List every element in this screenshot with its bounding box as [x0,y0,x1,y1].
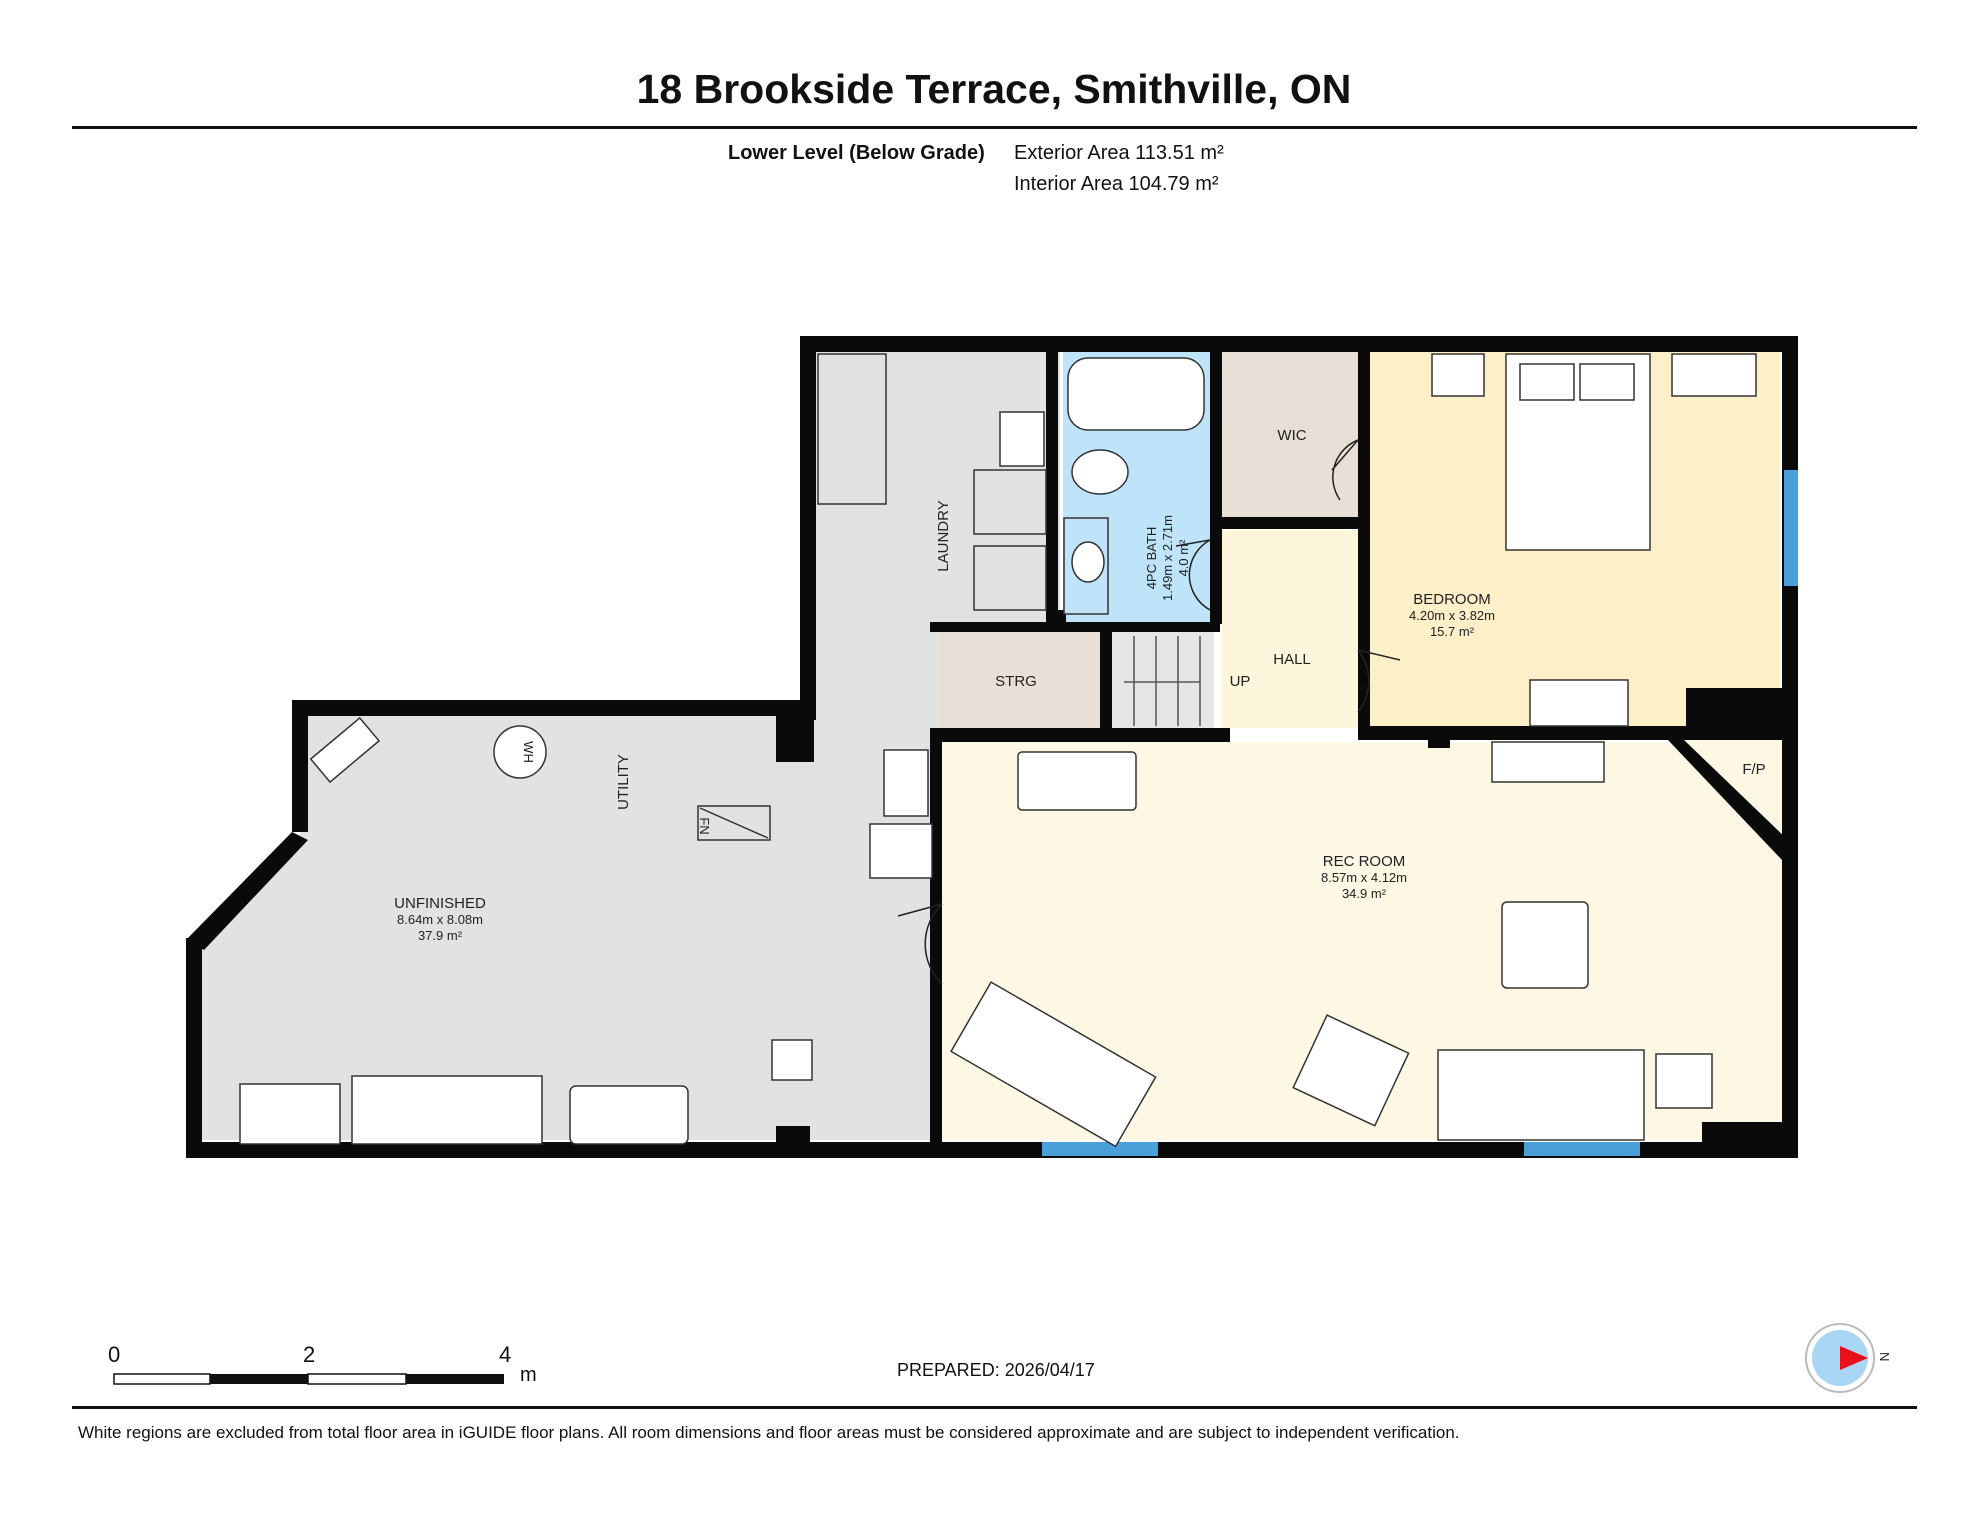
wic-label: WIC [1277,427,1306,444]
hall-label: HALL [1273,651,1311,668]
window-rec-right [1524,1142,1640,1156]
walls [186,336,1798,1158]
compass-north-label: N [1877,1352,1892,1361]
rec-room-area [942,742,1782,1140]
bath-dims: 1.49m x 2.71m [1160,515,1175,601]
bedroom-dims: 4.20m x 3.82m [1409,608,1495,623]
interior-area: Interior Area 104.79 m² [1014,173,1219,195]
door-wic [1331,439,1359,501]
workbench [351,1075,543,1145]
utility-table [569,1085,689,1145]
door-hall [1357,649,1401,713]
scale-unit: m [520,1364,537,1386]
stairs-area [1112,632,1214,728]
rec-sofa-left [950,981,1157,1148]
disclaimer: White regions are excluded from total fl… [78,1423,1460,1442]
unfinished-area-text: 37.9 m² [418,928,463,943]
furnace-diagonal [699,807,769,839]
strg-label: STRG [995,673,1037,690]
water-heater [493,725,547,779]
washer [973,469,1047,535]
side-table [1655,1053,1713,1109]
rec-armchair [1292,1014,1410,1127]
rec-room-dims: 8.57m x 4.12m [1321,870,1407,885]
utility-shelf [309,716,381,784]
scale-tick-4: 4 [499,1342,512,1367]
north-compass: N [1805,1323,1892,1393]
unfinished-area [200,350,1060,1140]
utility-cabinet-1 [883,749,929,817]
laundry-sink [999,411,1045,467]
scale-bar [113,1373,504,1385]
bathtub [1067,357,1205,431]
title-divider [72,126,1917,129]
toilet [1071,449,1129,495]
unfinished-label: UNFINISHED [394,895,486,912]
bath-sink-bowl [1071,541,1105,583]
tv-stand [1491,741,1605,783]
rec-desk [1017,751,1137,811]
rec-room-label: REC ROOM [1323,853,1406,870]
door-bath [1175,539,1211,611]
door-utility [897,903,943,985]
unfinished-dims: 8.64m x 8.08m [397,912,483,927]
chest-freezer [239,1083,341,1145]
storage-area [940,632,1102,728]
window-bedroom [1784,470,1798,586]
doors [897,439,1401,985]
nightstand-left [1431,353,1485,397]
stairs-label: UP [1230,673,1251,690]
bedroom-label: BEDROOM [1413,591,1491,608]
footer-divider [72,1406,1917,1409]
room-labels: UNFINISHED 8.64m x 8.08m 37.9 m² UTILITY… [394,427,1766,943]
prepared-date: PREPARED: 2026/04/17 [897,1360,1095,1380]
furnace-label: FN [697,817,712,834]
rec-sofa-right [1437,1049,1645,1141]
bath-label: 4PC BATH [1144,527,1159,590]
window-rec-left [1042,1142,1158,1156]
exterior-area: Exterior Area 113.51 m² [1014,142,1224,164]
bedroom-area-text: 15.7 m² [1430,624,1475,639]
fireplace-label: F/P [1742,761,1765,778]
bed-pillow-right [1579,363,1635,401]
utility-label: UTILITY [615,754,632,810]
level-name: Lower Level (Below Grade) [728,142,985,164]
utility-cabinet-2 [869,823,933,879]
plan-title: 18 Brookside Terrace, Smithville, ON [636,66,1352,112]
laundry-label: LAUNDRY [935,500,952,571]
nightstand-right [1671,353,1757,397]
water-heater-label: WH [521,741,536,763]
bedroom-dresser [1529,679,1629,727]
stair-treads [1124,636,1201,726]
rec-room-area-text: 34.9 m² [1342,886,1387,901]
dryer [973,545,1047,611]
scale-tick-0: 0 [108,1342,121,1367]
ottoman [1501,901,1589,989]
utility-box [771,1039,813,1081]
bath-area-text: 4.0 m² [1176,539,1191,577]
laundry-counter [817,353,887,505]
bed-pillow-left [1519,363,1575,401]
windows [1042,470,1798,1156]
furnishings [239,353,1757,1148]
hall-area [1222,530,1358,728]
scale-tick-2: 2 [303,1342,316,1367]
